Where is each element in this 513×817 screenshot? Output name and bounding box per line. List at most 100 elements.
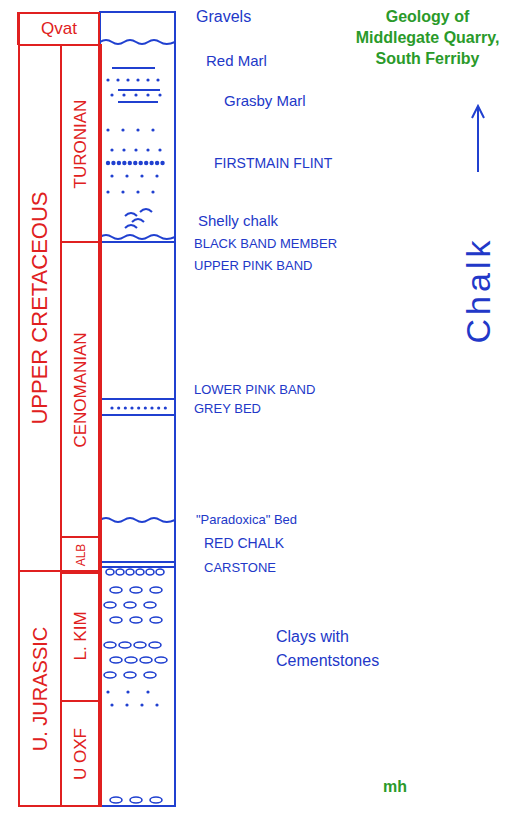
dot — [146, 93, 149, 96]
cementstone — [126, 569, 134, 575]
dot — [164, 406, 167, 409]
bed-label: Gravels — [196, 8, 251, 26]
cementstone — [130, 617, 142, 623]
bed-label: RED CHALK — [204, 535, 284, 551]
cementstone — [156, 569, 164, 575]
cementstone — [136, 569, 144, 575]
dot — [128, 161, 132, 165]
dot — [122, 161, 126, 165]
column-outline — [100, 12, 175, 806]
dot — [106, 78, 109, 81]
title: Geology of Middlegate Quarry, South Ferr… — [345, 6, 510, 69]
dot — [117, 161, 121, 165]
period-box: Qvat — [18, 12, 100, 46]
cementstone — [104, 602, 116, 608]
period-box: U. JURASSICL. KIMU OXF — [18, 570, 100, 807]
dot — [139, 161, 143, 165]
bed-label: Red Marl — [206, 52, 267, 69]
dot — [151, 190, 154, 193]
dot — [136, 78, 139, 81]
dot — [111, 161, 115, 165]
cementstone — [110, 587, 122, 593]
dot — [150, 406, 153, 409]
bed-label: GREY BED — [194, 401, 261, 416]
dot — [125, 703, 128, 706]
dot — [110, 93, 113, 96]
stratigraphic-name: UPPER CRETACEOUS — [27, 191, 53, 424]
dot — [136, 190, 139, 193]
dot — [155, 161, 159, 165]
dot — [121, 190, 124, 193]
cementstones — [104, 569, 167, 803]
dot — [157, 406, 160, 409]
cementstone — [155, 657, 167, 663]
dot — [110, 174, 113, 177]
cementstone — [106, 569, 114, 575]
cementstone — [146, 569, 154, 575]
bed-label: FIRSTMAIN FLINT — [214, 155, 332, 171]
stratigraphic-name: Qvat — [20, 19, 98, 39]
cementstone — [150, 617, 162, 623]
stratigraphic-name: CENOMANIAN — [71, 332, 91, 447]
dot — [158, 148, 161, 151]
dot — [140, 703, 143, 706]
cementstone — [150, 587, 162, 593]
cementstone — [134, 642, 146, 648]
dot — [146, 148, 149, 151]
cementstone — [144, 672, 156, 678]
bed-label: BLACK BAND MEMBER — [194, 236, 337, 251]
stratigraphic-name: TURONIAN — [71, 99, 91, 188]
bed-label: CARSTONE — [204, 560, 276, 575]
dot — [116, 78, 119, 81]
dot — [155, 703, 158, 706]
dot — [146, 690, 149, 693]
dot — [144, 406, 147, 409]
cementstone — [144, 602, 156, 608]
dot — [133, 161, 137, 165]
dot — [137, 406, 140, 409]
cementstone — [104, 672, 116, 678]
cementstone — [149, 642, 161, 648]
period-box: UPPER CRETACEOUS TURONIAN CENOMANIAN ALB — [18, 44, 100, 572]
cementstone — [110, 617, 122, 623]
dot — [126, 690, 129, 693]
paradoxica-bed — [100, 518, 175, 522]
dot — [106, 161, 110, 165]
dot — [124, 406, 127, 409]
bed-label: UPPER PINK BAND — [194, 258, 312, 273]
younging-label: Chalk — [459, 237, 498, 344]
cementstone — [150, 797, 162, 803]
dot — [110, 703, 113, 706]
dot — [130, 406, 133, 409]
dot — [136, 128, 139, 131]
cementstone — [119, 642, 131, 648]
stage-box: TURONIAN — [60, 44, 102, 243]
dot — [149, 161, 153, 165]
dot — [134, 93, 137, 96]
author-initials: mh — [383, 778, 407, 796]
dot — [151, 128, 154, 131]
cementstone — [110, 797, 122, 803]
cementstone — [130, 587, 142, 593]
cementstone — [110, 657, 122, 663]
dot — [122, 148, 125, 151]
dot — [160, 161, 164, 165]
bed-label: Shelly chalk — [198, 212, 278, 229]
cementstone — [140, 657, 152, 663]
dot — [121, 128, 124, 131]
bed-label: LOWER PINK BAND — [194, 382, 315, 397]
cementstone — [124, 602, 136, 608]
dot — [110, 406, 113, 409]
stratigraphic-name: U. JURASSIC — [29, 626, 52, 750]
dot — [125, 174, 128, 177]
dot — [155, 174, 158, 177]
cementstone — [104, 642, 116, 648]
stratigraphic-name: ALB — [74, 544, 88, 567]
flint-dots — [106, 78, 167, 706]
marl-lines — [112, 68, 160, 102]
stage-box: ALB — [60, 536, 102, 574]
cementstone — [116, 569, 124, 575]
dot — [134, 148, 137, 151]
stratigraphic-name: L. KIM — [71, 611, 91, 660]
black-band — [100, 235, 175, 242]
